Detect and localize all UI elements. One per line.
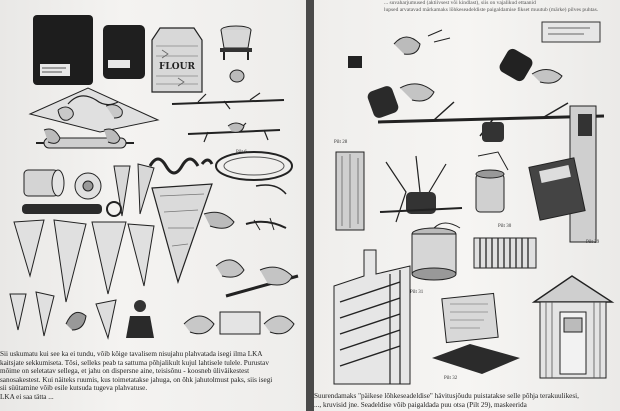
fence-illustration — [473, 237, 537, 269]
left-page: FLOUR Pilt 6 — [0, 0, 306, 411]
left-paragraph-line: Sii uskumatu kui see ka ei tundu, võib k… — [0, 350, 263, 358]
small-house-illustration — [531, 275, 615, 379]
figure-working-illustration — [65, 299, 154, 340]
bush-jar-illustration — [379, 155, 463, 223]
right-paragraph-line: Suurendamaks "päikese lõhkeseadeldise" h… — [314, 392, 579, 400]
folded-cones-illustration — [113, 163, 155, 217]
label-box-illustration — [541, 21, 601, 43]
right-top-line: lupsed arvatavad märkamaks lõhkeseadeldi… — [384, 6, 599, 13]
dark-can-illustration — [103, 25, 145, 79]
hands-cutting-illustration — [215, 259, 299, 298]
tree-trunk-illustration — [335, 151, 365, 231]
left-paragraph-line: kaitsjate sekkumiseta. Tõsi, selleks pea… — [0, 358, 269, 367]
left-paragraph-line: sii süütamine võib esile kutsuda tugeva … — [0, 384, 148, 393]
book-spine-gap — [306, 0, 314, 411]
caption-right-4: Pilt 31 — [410, 290, 424, 295]
right-page: ... suvaharjumused (aktiivsest või kindl… — [314, 0, 620, 411]
rolling-pin-illustration — [36, 128, 134, 149]
kneading-hands-illustration — [28, 87, 160, 133]
clip-tools-illustration — [203, 184, 287, 231]
rope-coil-illustration — [215, 151, 293, 181]
left-paragraph: Sii uskumatu kui see ka ei tundu, võib k… — [0, 350, 302, 402]
ground-sign-illustration — [432, 292, 520, 374]
cone-row-illustration — [13, 219, 155, 303]
stairs-illustration — [333, 249, 411, 385]
left-paragraph-line: sanosakestest. Kui näiteks ruumis, kus t… — [0, 375, 273, 384]
tree-box-illustration — [528, 105, 597, 243]
pot-illustration — [220, 25, 252, 60]
hands-holding-bag-illustration — [183, 311, 295, 335]
caption-right-2: Pilt 29 — [586, 240, 600, 245]
paper-rolls-illustration — [23, 169, 102, 200]
can-illustration — [475, 151, 509, 213]
right-top-line: ... suvaharjumused (aktiivsest või kindl… — [384, 0, 536, 6]
right-top-text: ... suvaharjumused (aktiivsest või kindl… — [384, 0, 616, 13]
branch-jar-illustration — [377, 101, 605, 142]
device-wire-illustration — [411, 222, 461, 281]
dough-coils-illustration — [148, 157, 214, 175]
jar-on-tree-illustration — [499, 48, 563, 84]
large-cone-illustration — [151, 183, 213, 285]
dark-package-illustration — [33, 15, 93, 85]
caption-right-1: Pilt 28 — [334, 140, 348, 145]
right-paragraph: Suurendamaks "päikese lõhkeseadeldise" h… — [314, 392, 616, 409]
small-round-object — [229, 69, 245, 83]
rod-tool-illustration — [22, 201, 122, 217]
flour-bag-illustration: FLOUR — [148, 26, 206, 94]
caption-right-5: Pilt 32 — [444, 376, 458, 381]
jar-hands-illustration — [348, 29, 451, 118]
small-cones-illustration — [9, 291, 55, 337]
left-paragraph-line: mõime on seletatav sellega, et jahu on d… — [0, 367, 250, 376]
flour-label: FLOUR — [159, 62, 195, 72]
caption-right-3: Pilt 30 — [498, 224, 512, 229]
right-paragraph-line: ..., kruvisid jne. Seadeldise võib paiga… — [314, 400, 527, 409]
branch-hands-illustration — [171, 92, 285, 143]
left-paragraph-line: LKA ei saa tätta ... — [0, 392, 54, 401]
